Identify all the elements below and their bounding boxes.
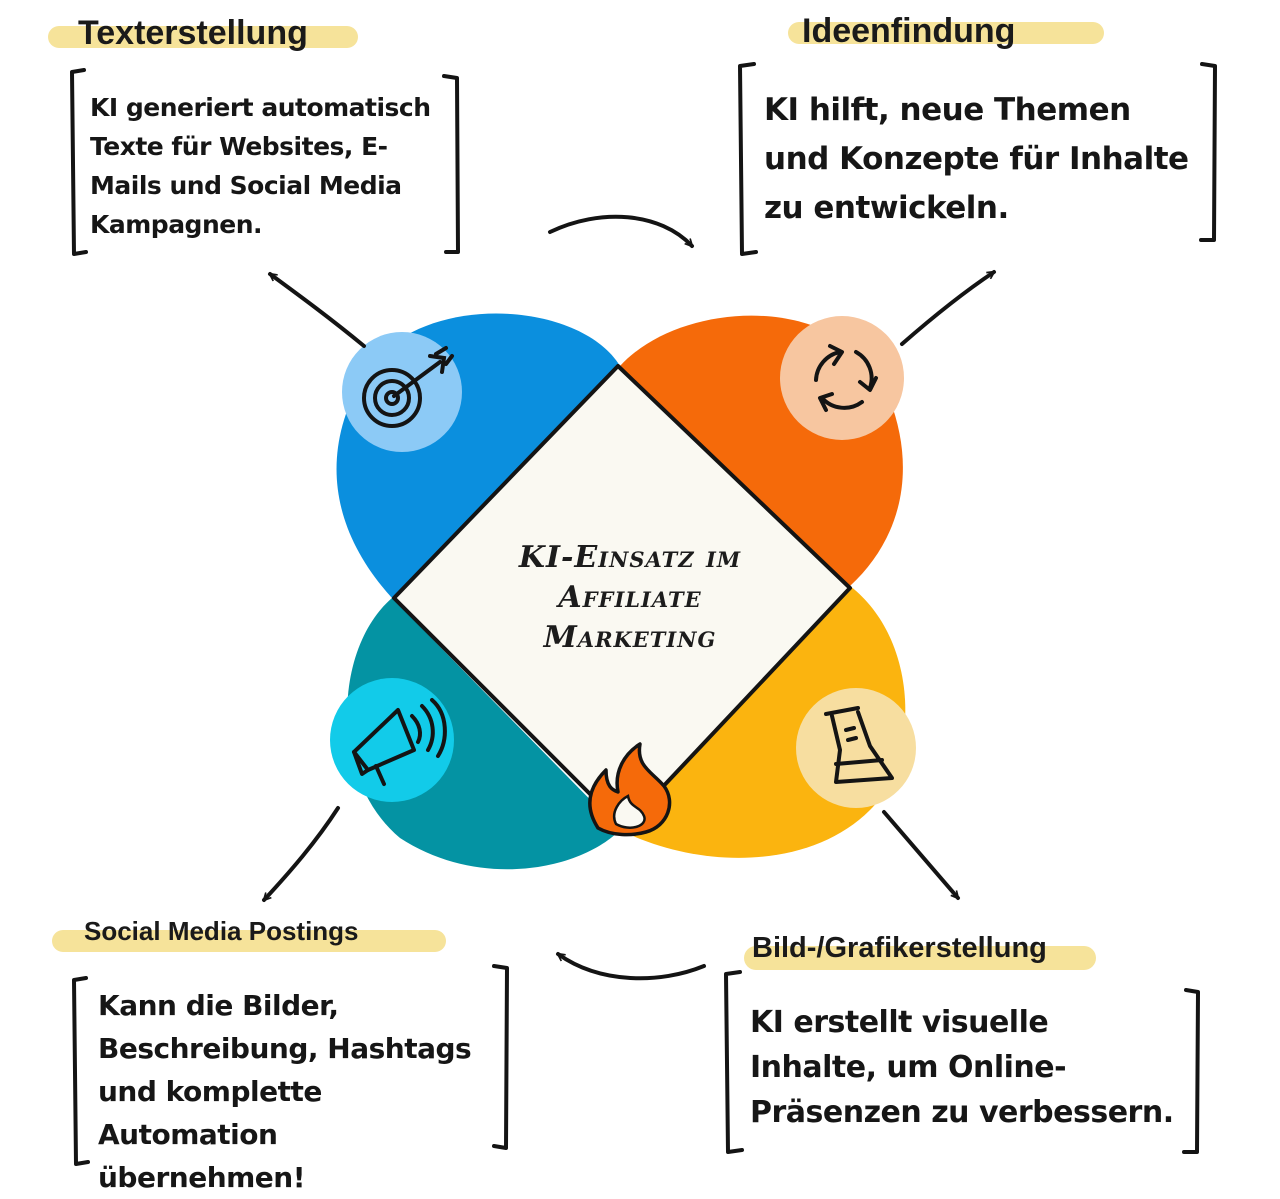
heading-bildgrafik: Bild-/Grafikerstellung <box>752 932 1047 964</box>
icon-target-group <box>342 332 462 452</box>
center-title: KI-Einsatz im Affiliate Marketing <box>518 540 742 655</box>
arrow-bildgrafik-to-social-media <box>558 952 706 981</box>
highlight-bildgrafik <box>744 946 1096 970</box>
target-icon <box>362 346 454 428</box>
arrow-to-bildgrafik <box>882 810 960 900</box>
arrow-texterstellung-to-ideenfindung <box>548 214 694 248</box>
bracket-ideenfindung-left <box>738 62 758 256</box>
icon-megaphone-group <box>330 678 454 802</box>
highlight-ideenfindung <box>788 22 1104 44</box>
bracket-ideenfindung-right <box>1199 62 1217 242</box>
flask-icon <box>824 706 894 784</box>
highlight-texterstellung <box>48 26 358 48</box>
arrow-to-social-media <box>262 806 340 902</box>
heading-ideenfindung: Ideenfindung <box>802 12 1016 50</box>
heading-texterstellung: Texterstellung <box>78 14 308 52</box>
quadrant-teal <box>347 598 620 870</box>
text-bildgrafik: KI erstellt visuelle Inhalte, um Online-… <box>750 1005 1174 1130</box>
arrow-to-ideenfindung <box>900 270 994 346</box>
icon-circle-teal <box>330 678 454 802</box>
bracket-texterstellung-right <box>442 74 460 254</box>
text-texterstellung: KI generiert automatisch Texte für Websi… <box>90 93 431 239</box>
highlight-social-media <box>52 930 446 952</box>
arrow-to-texterstellung <box>270 272 366 348</box>
bracket-social-left <box>72 976 90 1166</box>
icon-circle-orange <box>780 316 904 440</box>
text-ideenfindung: KI hilft, neue Themen und Konzepte für I… <box>764 92 1189 226</box>
icon-cycle-group <box>780 316 904 440</box>
icon-flask-group <box>796 688 916 808</box>
megaphone-icon <box>352 698 447 786</box>
bracket-texterstellung-left <box>70 68 88 256</box>
heading-social-media: Social Media Postings <box>84 916 359 946</box>
bracket-bild-left <box>724 970 744 1154</box>
refresh-cycle-icon <box>814 344 878 412</box>
bracket-bild-right <box>1182 988 1200 1154</box>
icon-circle-yellow <box>796 688 916 808</box>
text-social-media: Kann die Bilder, Beschreibung, Hashtags … <box>98 989 472 1194</box>
bracket-social-right <box>492 964 509 1150</box>
fire-icon <box>588 742 672 837</box>
heading-highlights <box>48 22 1104 970</box>
